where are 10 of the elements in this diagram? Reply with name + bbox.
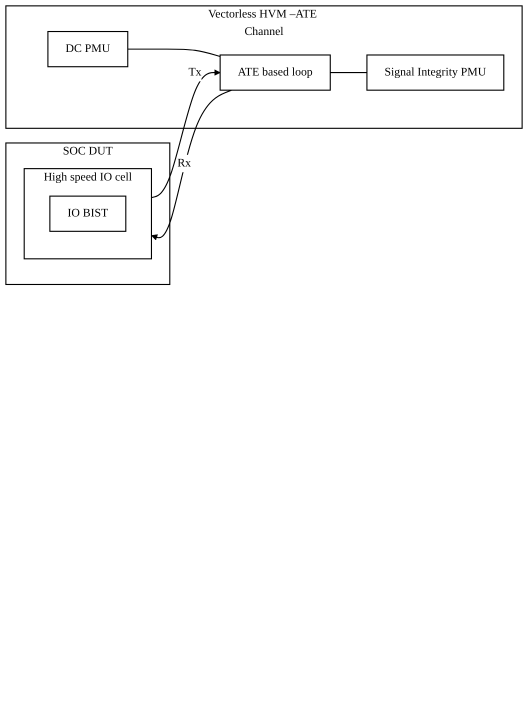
arrow [151, 90, 232, 240]
edge-label: Rx [177, 156, 192, 170]
node-box: Signal Integrity PMU [366, 54, 504, 91]
arrow [151, 69, 220, 198]
node-box: DC PMU [47, 30, 128, 68]
node-box: IO BIST [49, 196, 126, 232]
connector [128, 48, 220, 58]
edge-label: Tx [188, 66, 202, 78]
connector [330, 72, 367, 74]
node-box: ATE based loop [220, 54, 331, 91]
